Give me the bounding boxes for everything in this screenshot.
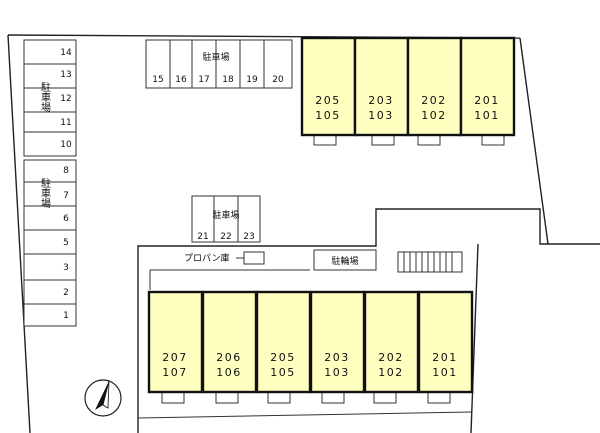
parking-top-row: 15 16 17 18 19 20 駐車場: [145, 39, 293, 89]
parking-label: 駐車場: [39, 177, 51, 209]
unit-number-lower: 105: [315, 109, 341, 122]
unit-number-lower: 102: [378, 366, 404, 379]
unit-number-upper: 207: [162, 351, 188, 364]
north-arrow-icon: [84, 379, 122, 417]
parking-middle-row: 21 22 23 駐車場: [191, 195, 261, 243]
stall-number: 2: [63, 288, 69, 298]
stall-number: 3: [63, 263, 69, 273]
stall-number: 11: [60, 118, 71, 128]
unit-box: [417, 290, 474, 394]
unit-number-lower: 103: [324, 366, 350, 379]
stall-number: 22: [220, 232, 231, 242]
unit-number-upper: 205: [315, 94, 341, 107]
parking-label: 駐車場: [39, 81, 51, 113]
unit-number-upper: 202: [378, 351, 404, 364]
stall-number: 6: [63, 214, 69, 224]
unit-number-lower: 101: [432, 366, 458, 379]
unit-number-upper: 206: [216, 351, 242, 364]
parking-label: 駐車場: [212, 209, 239, 221]
unit-number-upper: 201: [474, 94, 500, 107]
stall-number: 8: [63, 166, 69, 176]
propane-storage: プロパン庫: [184, 251, 265, 265]
building-north: 205 105 203 103 202 102 201 101: [300, 36, 516, 146]
unit-number-lower: 103: [368, 109, 394, 122]
unit-box: [459, 36, 516, 137]
stall-number: 13: [60, 70, 71, 80]
parking-label: 駐車場: [202, 51, 229, 63]
stall-number: 7: [63, 191, 69, 201]
stall-number: 5: [63, 238, 69, 248]
stall-number: 15: [152, 75, 163, 85]
stall-number: 19: [246, 75, 258, 85]
unit-number-upper: 203: [324, 351, 350, 364]
stall-number: 21: [197, 232, 208, 242]
unit-number-lower: 106: [216, 366, 242, 379]
stall-number: 23: [243, 232, 254, 242]
stall-number: 17: [198, 75, 209, 85]
stall-number: 12: [60, 94, 71, 104]
unit-number-lower: 101: [474, 109, 500, 122]
staircase: [397, 251, 463, 273]
unit-box: [147, 290, 204, 394]
building-south: 207 107 206 106 205 105 203 103 202 102 …: [147, 290, 474, 404]
bicycle-parking: 駐輪場: [313, 249, 377, 271]
unit-number-lower: 107: [162, 366, 188, 379]
unit-number-upper: 205: [270, 351, 296, 364]
stall-number: 1: [63, 311, 69, 321]
stall-number: 10: [60, 140, 72, 150]
stall-number: 20: [272, 75, 284, 85]
unit-number-upper: 201: [432, 351, 458, 364]
unit-number-upper: 202: [421, 94, 447, 107]
unit-number-lower: 105: [270, 366, 296, 379]
unit-box: [201, 290, 258, 394]
unit-number-lower: 102: [421, 109, 447, 122]
stall-number: 18: [222, 75, 234, 85]
bicycle-parking-label: 駐輪場: [331, 255, 358, 267]
unit-box: [353, 36, 410, 137]
unit-number-upper: 203: [368, 94, 394, 107]
parking-left-column: 14 13 12 11 10 8 7 6 5 3 2 1 駐車場 駐車場: [23, 39, 77, 327]
stall-number: 14: [60, 48, 72, 58]
unit-box: [300, 36, 357, 137]
propane-label: プロパン庫: [184, 252, 229, 264]
stall-number: 16: [175, 75, 187, 85]
